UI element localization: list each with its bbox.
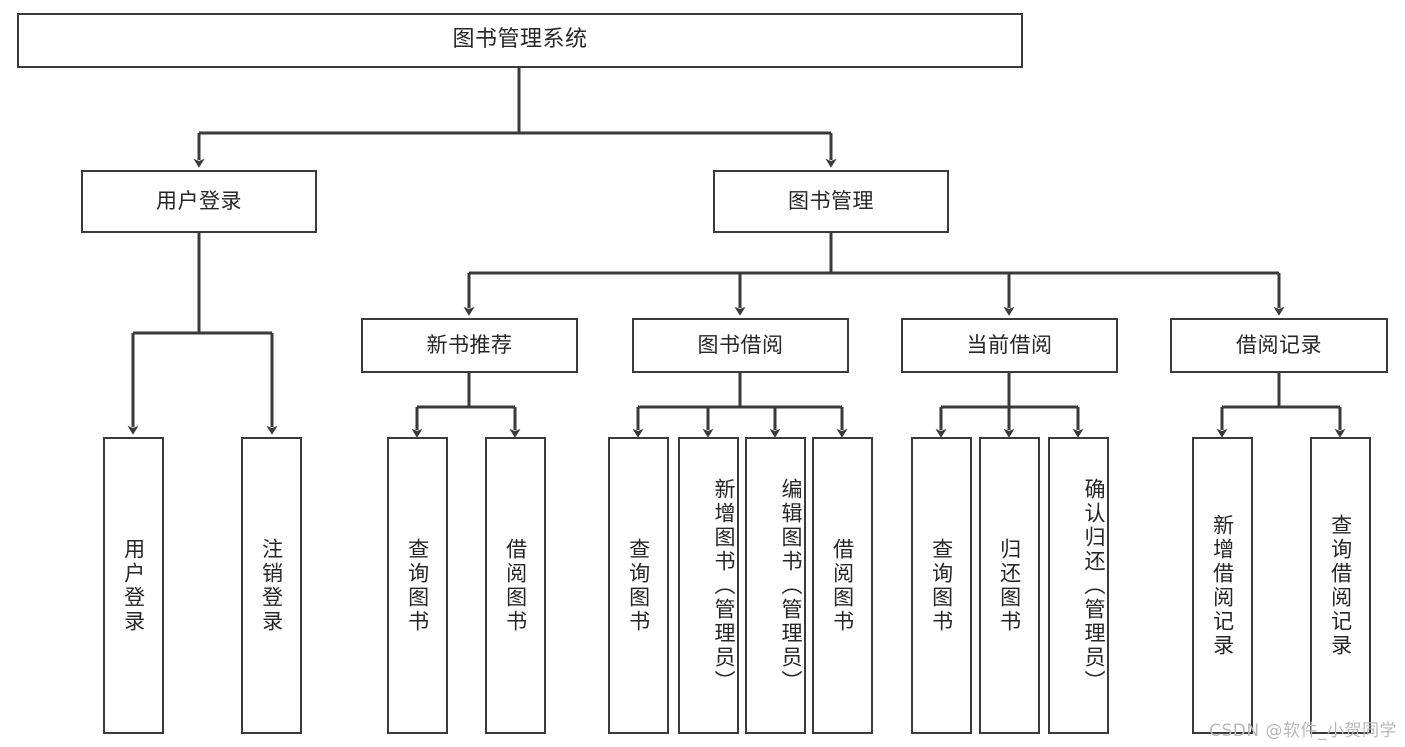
node-leaf-return-book[interactable]: 归还图书 bbox=[979, 437, 1040, 734]
node-leaf-add-book[interactable]: 新增图书（管理员） bbox=[678, 437, 739, 734]
node-leaf-query-book-3[interactable]: 查询图书 bbox=[911, 437, 972, 734]
node-book-manage[interactable]: 图书管理 bbox=[713, 170, 949, 233]
node-new-book-recommend[interactable]: 新书推荐 bbox=[361, 318, 578, 373]
node-leaf-query-book-1[interactable]: 查询图书 bbox=[387, 437, 448, 734]
node-leaf-borrow-book-1[interactable]: 借阅图书 bbox=[485, 437, 546, 734]
node-current-borrow[interactable]: 当前借阅 bbox=[901, 318, 1118, 373]
csdn-watermark: CSDN @软件_小贺同学 bbox=[1209, 721, 1397, 741]
node-root[interactable]: 图书管理系统 bbox=[17, 13, 1023, 68]
node-user-login[interactable]: 用户登录 bbox=[81, 170, 317, 233]
node-borrow-record[interactable]: 借阅记录 bbox=[1170, 318, 1388, 373]
node-leaf-user-logout[interactable]: 注销登录 bbox=[241, 437, 302, 734]
node-leaf-edit-book[interactable]: 编辑图书（管理员） bbox=[745, 437, 806, 734]
node-leaf-user-login[interactable]: 用户登录 bbox=[103, 437, 164, 734]
node-leaf-add-record[interactable]: 新增借阅记录 bbox=[1192, 437, 1253, 734]
node-leaf-query-record[interactable]: 查询借阅记录 bbox=[1310, 437, 1371, 734]
node-leaf-confirm-return[interactable]: 确认归还（管理员） bbox=[1048, 437, 1109, 734]
node-leaf-borrow-book-2[interactable]: 借阅图书 bbox=[812, 437, 873, 734]
node-leaf-query-book-2[interactable]: 查询图书 bbox=[608, 437, 669, 734]
node-book-borrow[interactable]: 图书借阅 bbox=[632, 318, 849, 373]
